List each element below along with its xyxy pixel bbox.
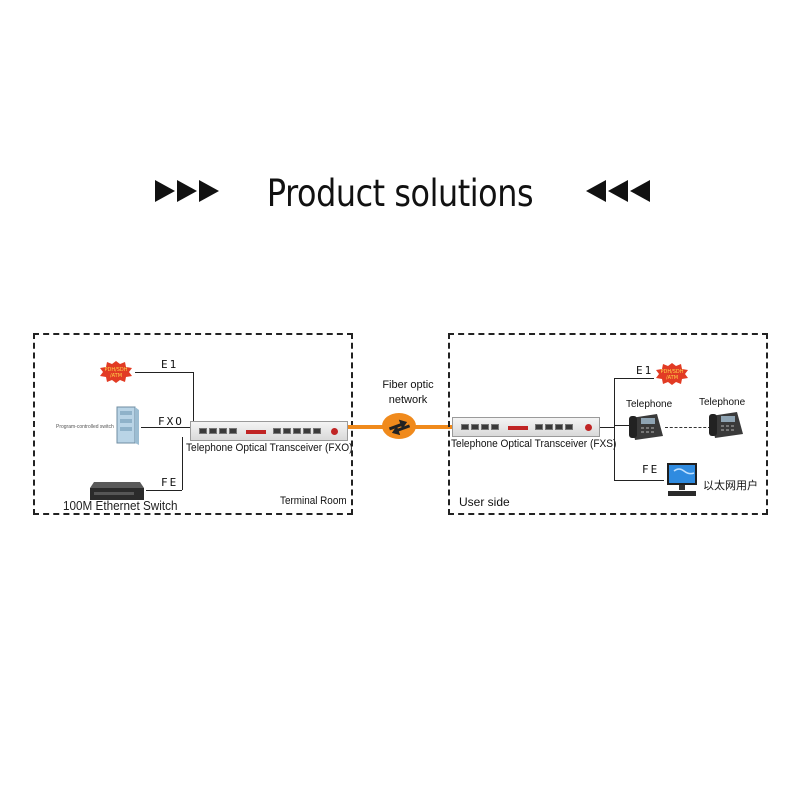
fiber-label-line1: Fiber optic [382, 379, 434, 391]
left-arrows-icon [155, 180, 221, 207]
fiber-network-icon [382, 413, 416, 439]
svg-text:/ATM: /ATM [110, 373, 122, 379]
user-side-label: User side [459, 495, 510, 509]
fe-label-right: FE [642, 463, 660, 476]
right-arrows-icon [584, 180, 650, 207]
program-controlled-switch-label: Program-controlled switch [56, 424, 114, 430]
fiber-label-line2: network [388, 394, 428, 406]
svg-text:/ATM: /ATM [666, 375, 678, 381]
transceiver-fxs-device [452, 417, 600, 437]
page-title: Product solutions [266, 172, 534, 215]
pdh-sdh-atm-badge-icon-right: PDH/SDH /ATM [656, 363, 688, 385]
transceiver-fxo-device [190, 421, 348, 441]
terminal-room-label: Terminal Room [280, 495, 347, 507]
telephone-icon-1 [629, 414, 663, 440]
ethernet-switch-icon [90, 482, 144, 500]
telephone-label-2: Telephone [699, 397, 746, 408]
user-side-box [448, 333, 768, 515]
ethernet-switch-label: 100M Ethernet Switch [63, 498, 178, 513]
fe-label-left: FE [161, 476, 179, 489]
fxo-label: FXO [158, 415, 184, 428]
e1-label-left: E1 [161, 358, 179, 371]
terminal-room-box [33, 333, 353, 515]
transceiver-fxo-label: Telephone Optical Transceiver (FXO) [186, 442, 353, 454]
program-controlled-switch-icon [116, 406, 139, 445]
pdh-sdh-atm-badge-icon: PDH/SDH /ATM [100, 361, 132, 383]
e1-label-right: E1 [636, 364, 654, 377]
computer-icon [667, 463, 697, 496]
svg-text:PDH/SDH: PDH/SDH [104, 367, 127, 373]
telephone-icon-2 [709, 412, 743, 438]
ethernet-user-label: 以太网用户 [703, 479, 758, 492]
transceiver-fxs-label: Telephone Optical Transceiver (FXS) [451, 438, 617, 450]
telephone-label-1: Telephone [626, 399, 673, 410]
svg-text:PDH/SDH: PDH/SDH [660, 369, 683, 375]
